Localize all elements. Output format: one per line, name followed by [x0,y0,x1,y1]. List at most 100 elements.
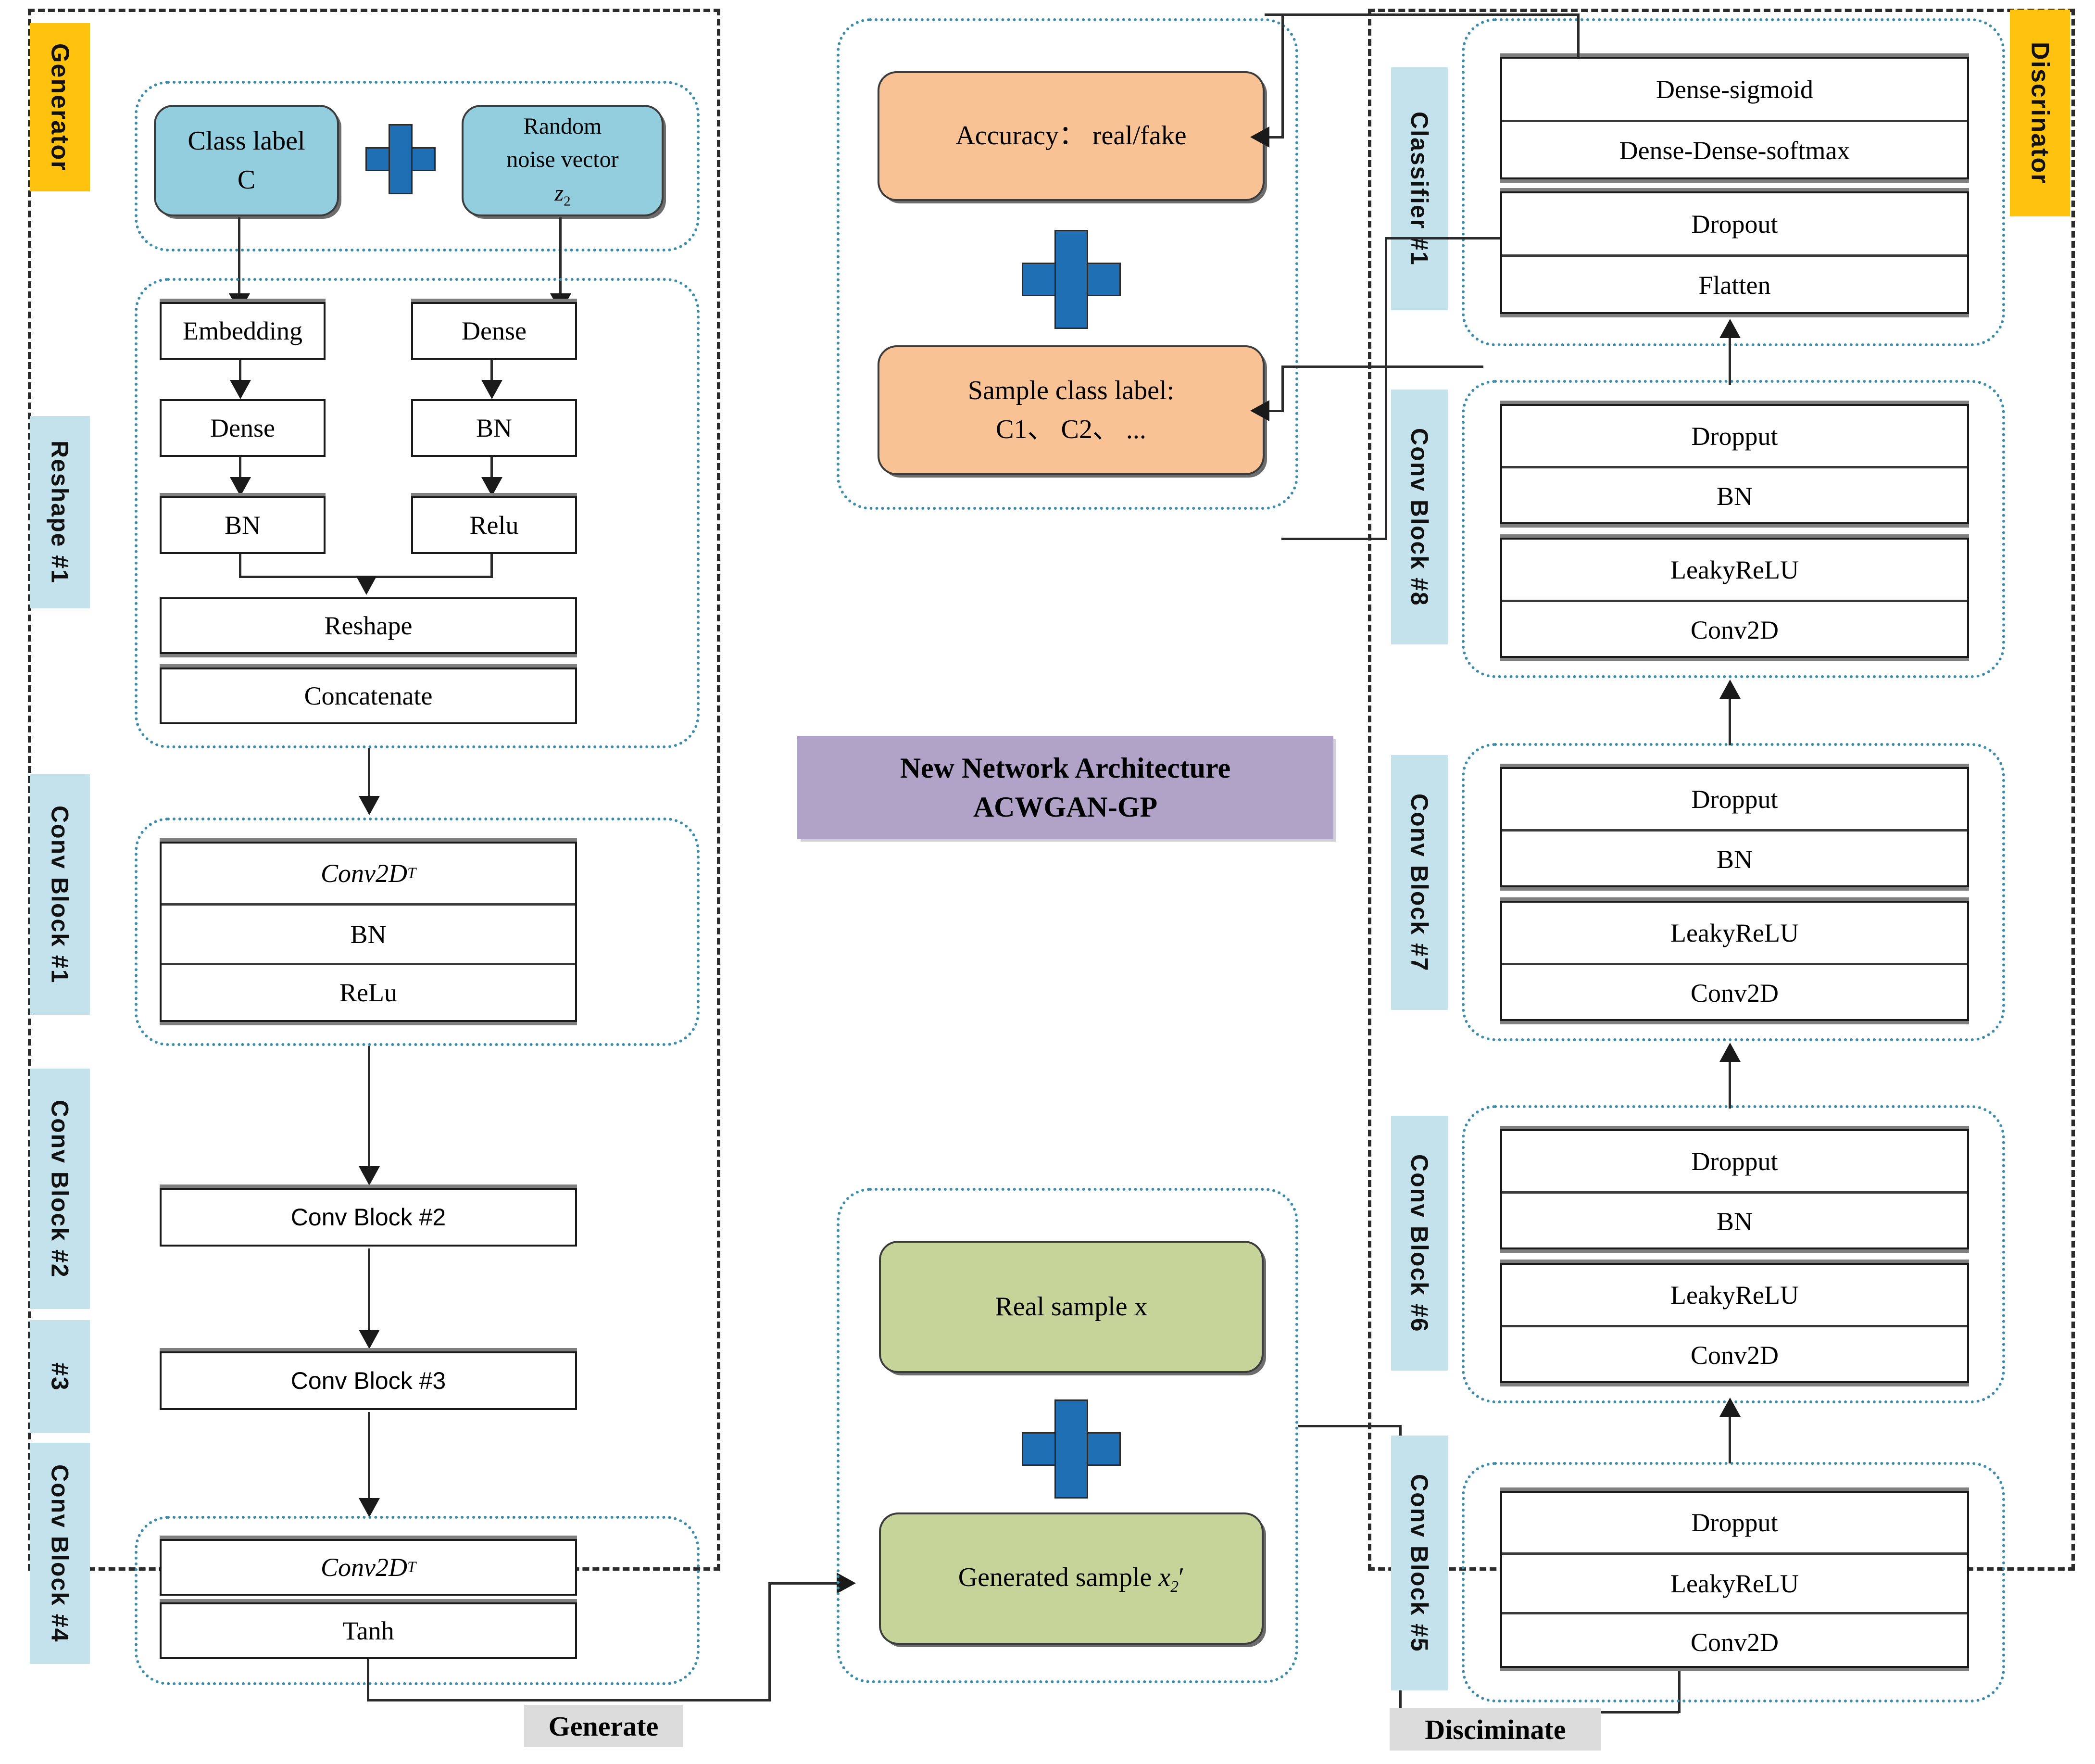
generator-tag-label: Generator [46,43,74,172]
layer-dense-right[interactable]: Dense [411,302,577,360]
sidebar-tag-classifier-1-label: Classifier #1 [1406,112,1433,266]
connector-conv5-to-conv6 [1729,1415,1731,1463]
layer-bn-right[interactable]: BN [411,399,577,457]
layer-dropput-6[interactable]: Dropput [1502,1131,1967,1191]
noise-symbol: z2 [554,180,571,209]
sidebar-tag-reshape-1-label: Reshape #1 [46,441,74,584]
layer-dropput-8[interactable]: Dropput [1502,406,1967,466]
layer-bn-8[interactable]: BN [1502,466,1967,524]
arrowhead-conv8-to-classifier [1719,319,1741,338]
accuracy-node-label: Accuracy： real/fake [955,121,1187,151]
layer-dense-sigmoid[interactable]: Dense-sigmoid [1502,59,1967,120]
connector-conv6-to-conv7 [1729,1060,1731,1109]
layer-bn-6[interactable]: BN [1502,1191,1967,1249]
conv-block-5-group [1462,1462,2005,1702]
arrowhead-conv7-to-conv8 [1719,680,1741,699]
layer-conv2d-7[interactable]: Conv2D [1502,963,1967,1021]
generated-sample-label: Generated sample x2′ [958,1562,1185,1596]
sidebar-tag-conv-7-label: Conv Block #7 [1406,793,1433,972]
layer-bn-conv1[interactable]: BN [162,903,575,963]
arrowhead-dense-bn-left [230,477,251,496]
layer-bn-left[interactable]: BN [160,496,326,554]
sidebar-tag-conv-3: #3 [30,1320,90,1433]
layer-concatenate[interactable]: Concatenate [160,668,577,724]
layer-bn-right-label: BN [476,414,512,442]
layer-leakyrelu-5[interactable]: LeakyReLU [1502,1552,1967,1612]
layer-conv2d-6[interactable]: Conv2D [1502,1325,1967,1383]
plus-icon-samples [1022,1399,1121,1499]
noise-line2: noise vector [506,147,619,173]
real-sample-node[interactable]: Real sample x [879,1241,1264,1373]
connector-reshape-to-conv1 [368,748,370,801]
layer-dense-dense-softmax[interactable]: Dense-Dense-softmax [1502,120,1967,179]
connector-tanh-down [367,1659,369,1701]
arrowhead-embedding-dense [230,380,251,399]
layer-dense-right-label: Dense [462,316,527,345]
generator-input-group [135,81,700,252]
connector-sigmoid-to-accuracy-h2 [1265,136,1284,139]
layer-embedding[interactable]: Embedding [160,302,326,360]
layer-conv2d-6-label: Conv2D [1690,1340,1779,1370]
sidebar-tag-conv-5: Conv Block #5 [1391,1436,1448,1690]
layer-conv2d-5[interactable]: Conv2D [1502,1612,1967,1670]
layer-bn-7[interactable]: BN [1502,829,1967,887]
sample-class-label-node[interactable]: Sample class label: C1、 C2、 ... [878,345,1265,475]
connector-to-generated-sample [768,1582,838,1585]
layer-dropput-8-label: Dropput [1691,421,1778,451]
noise-line1: Random [523,113,602,139]
classifier-1-group-a: Dense-sigmoid Dense-Dense-softmax [1500,57,1969,179]
generator-conv-block-4-group [135,1516,700,1685]
class-label-node[interactable]: Class label C [154,105,339,216]
layer-leakyrelu-8-label: LeakyReLU [1670,555,1799,584]
generator-conv-block-3-label: Conv Block #3 [290,1367,446,1394]
generator-conv-block-3-box[interactable]: Conv Block #3 [160,1351,577,1410]
noise-vector-node[interactable]: Random noise vector z2 [462,105,664,216]
layer-dropput-6-label: Dropput [1691,1147,1778,1176]
plus-icon-generator-input [365,124,436,194]
layer-leakyrelu-7[interactable]: LeakyReLU [1502,903,1967,963]
real-sample-label: Real sample x [995,1291,1148,1322]
connector-samples-to-disc-h [1298,1425,1402,1427]
page-title-line2: ACWGAN-GP [973,791,1158,823]
layer-conv2d-8[interactable]: Conv2D [1502,600,1967,657]
layer-relu-conv1-label: ReLu [339,978,397,1007]
accuracy-node[interactable]: Accuracy： real/fake [878,71,1265,201]
sidebar-tag-classifier-1: Classifier #1 [1391,67,1448,310]
merge-line-left [239,554,241,577]
discriminator-tag: Discrinator [2010,10,2070,216]
layer-reshape[interactable]: Reshape [160,597,577,654]
layer-leakyrelu-6[interactable]: LeakyReLU [1502,1265,1967,1325]
layer-leakyrelu-8[interactable]: LeakyReLU [1502,540,1967,600]
layer-relu-right[interactable]: Relu [411,496,577,554]
sidebar-tag-conv-2: Conv Block #2 [30,1069,90,1309]
layer-dense-left[interactable]: Dense [160,399,326,457]
layer-dropput-5[interactable]: Dropput [1502,1493,1967,1552]
arrowhead-reshape-to-conv1 [359,796,380,815]
layer-relu-conv1[interactable]: ReLu [162,963,575,1020]
page-title-line1: New Network Architecture [900,752,1231,784]
layer-tanh[interactable]: Tanh [160,1602,577,1659]
arrowhead-dense-bn-right [481,380,502,399]
layer-bn-conv1-label: BN [350,920,387,949]
conv-block-8-group-a: Dropput BN [1500,404,1969,524]
reshape-block-group [135,278,700,748]
generated-sample-node[interactable]: Generated sample x2′ [879,1512,1264,1645]
sample-class-label-line2: C1、 C2、 ... [996,415,1146,444]
layer-conv2d-5-label: Conv2D [1690,1627,1779,1657]
conv-block-7-group-b: LeakyReLU Conv2D [1500,901,1969,1021]
layer-bn-6-label: BN [1716,1207,1753,1236]
layer-conv2d-7-label: Conv2D [1690,978,1779,1008]
tap-dense-softmax-v [1385,237,1387,539]
layer-flatten[interactable]: Flatten [1502,254,1967,314]
sidebar-tag-conv-4-label: Conv Block #4 [46,1464,74,1643]
arrowhead-conv3-to-conv4 [359,1498,380,1517]
plus-icon-outputs [1022,230,1121,329]
layer-dropout-classifier[interactable]: Dropout [1502,193,1967,254]
discriminator-output-group [837,18,1298,510]
layer-dropput-7[interactable]: Dropput [1502,769,1967,829]
connector-softmax-branch [1281,365,1483,368]
generator-conv-block-2-box[interactable]: Conv Block #2 [160,1188,577,1247]
